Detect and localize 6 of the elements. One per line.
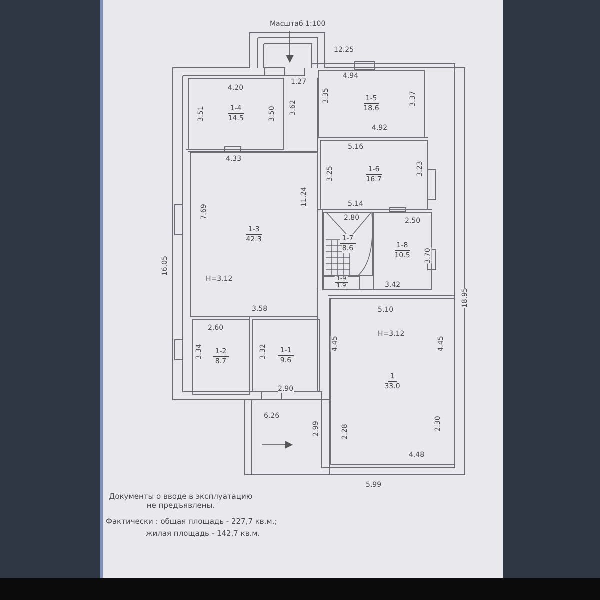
room-outline bbox=[323, 276, 360, 290]
room-outline bbox=[190, 152, 318, 317]
room-outline bbox=[320, 140, 428, 210]
room-outline bbox=[192, 319, 250, 395]
room-outline bbox=[330, 298, 455, 465]
room-outline bbox=[188, 78, 284, 150]
